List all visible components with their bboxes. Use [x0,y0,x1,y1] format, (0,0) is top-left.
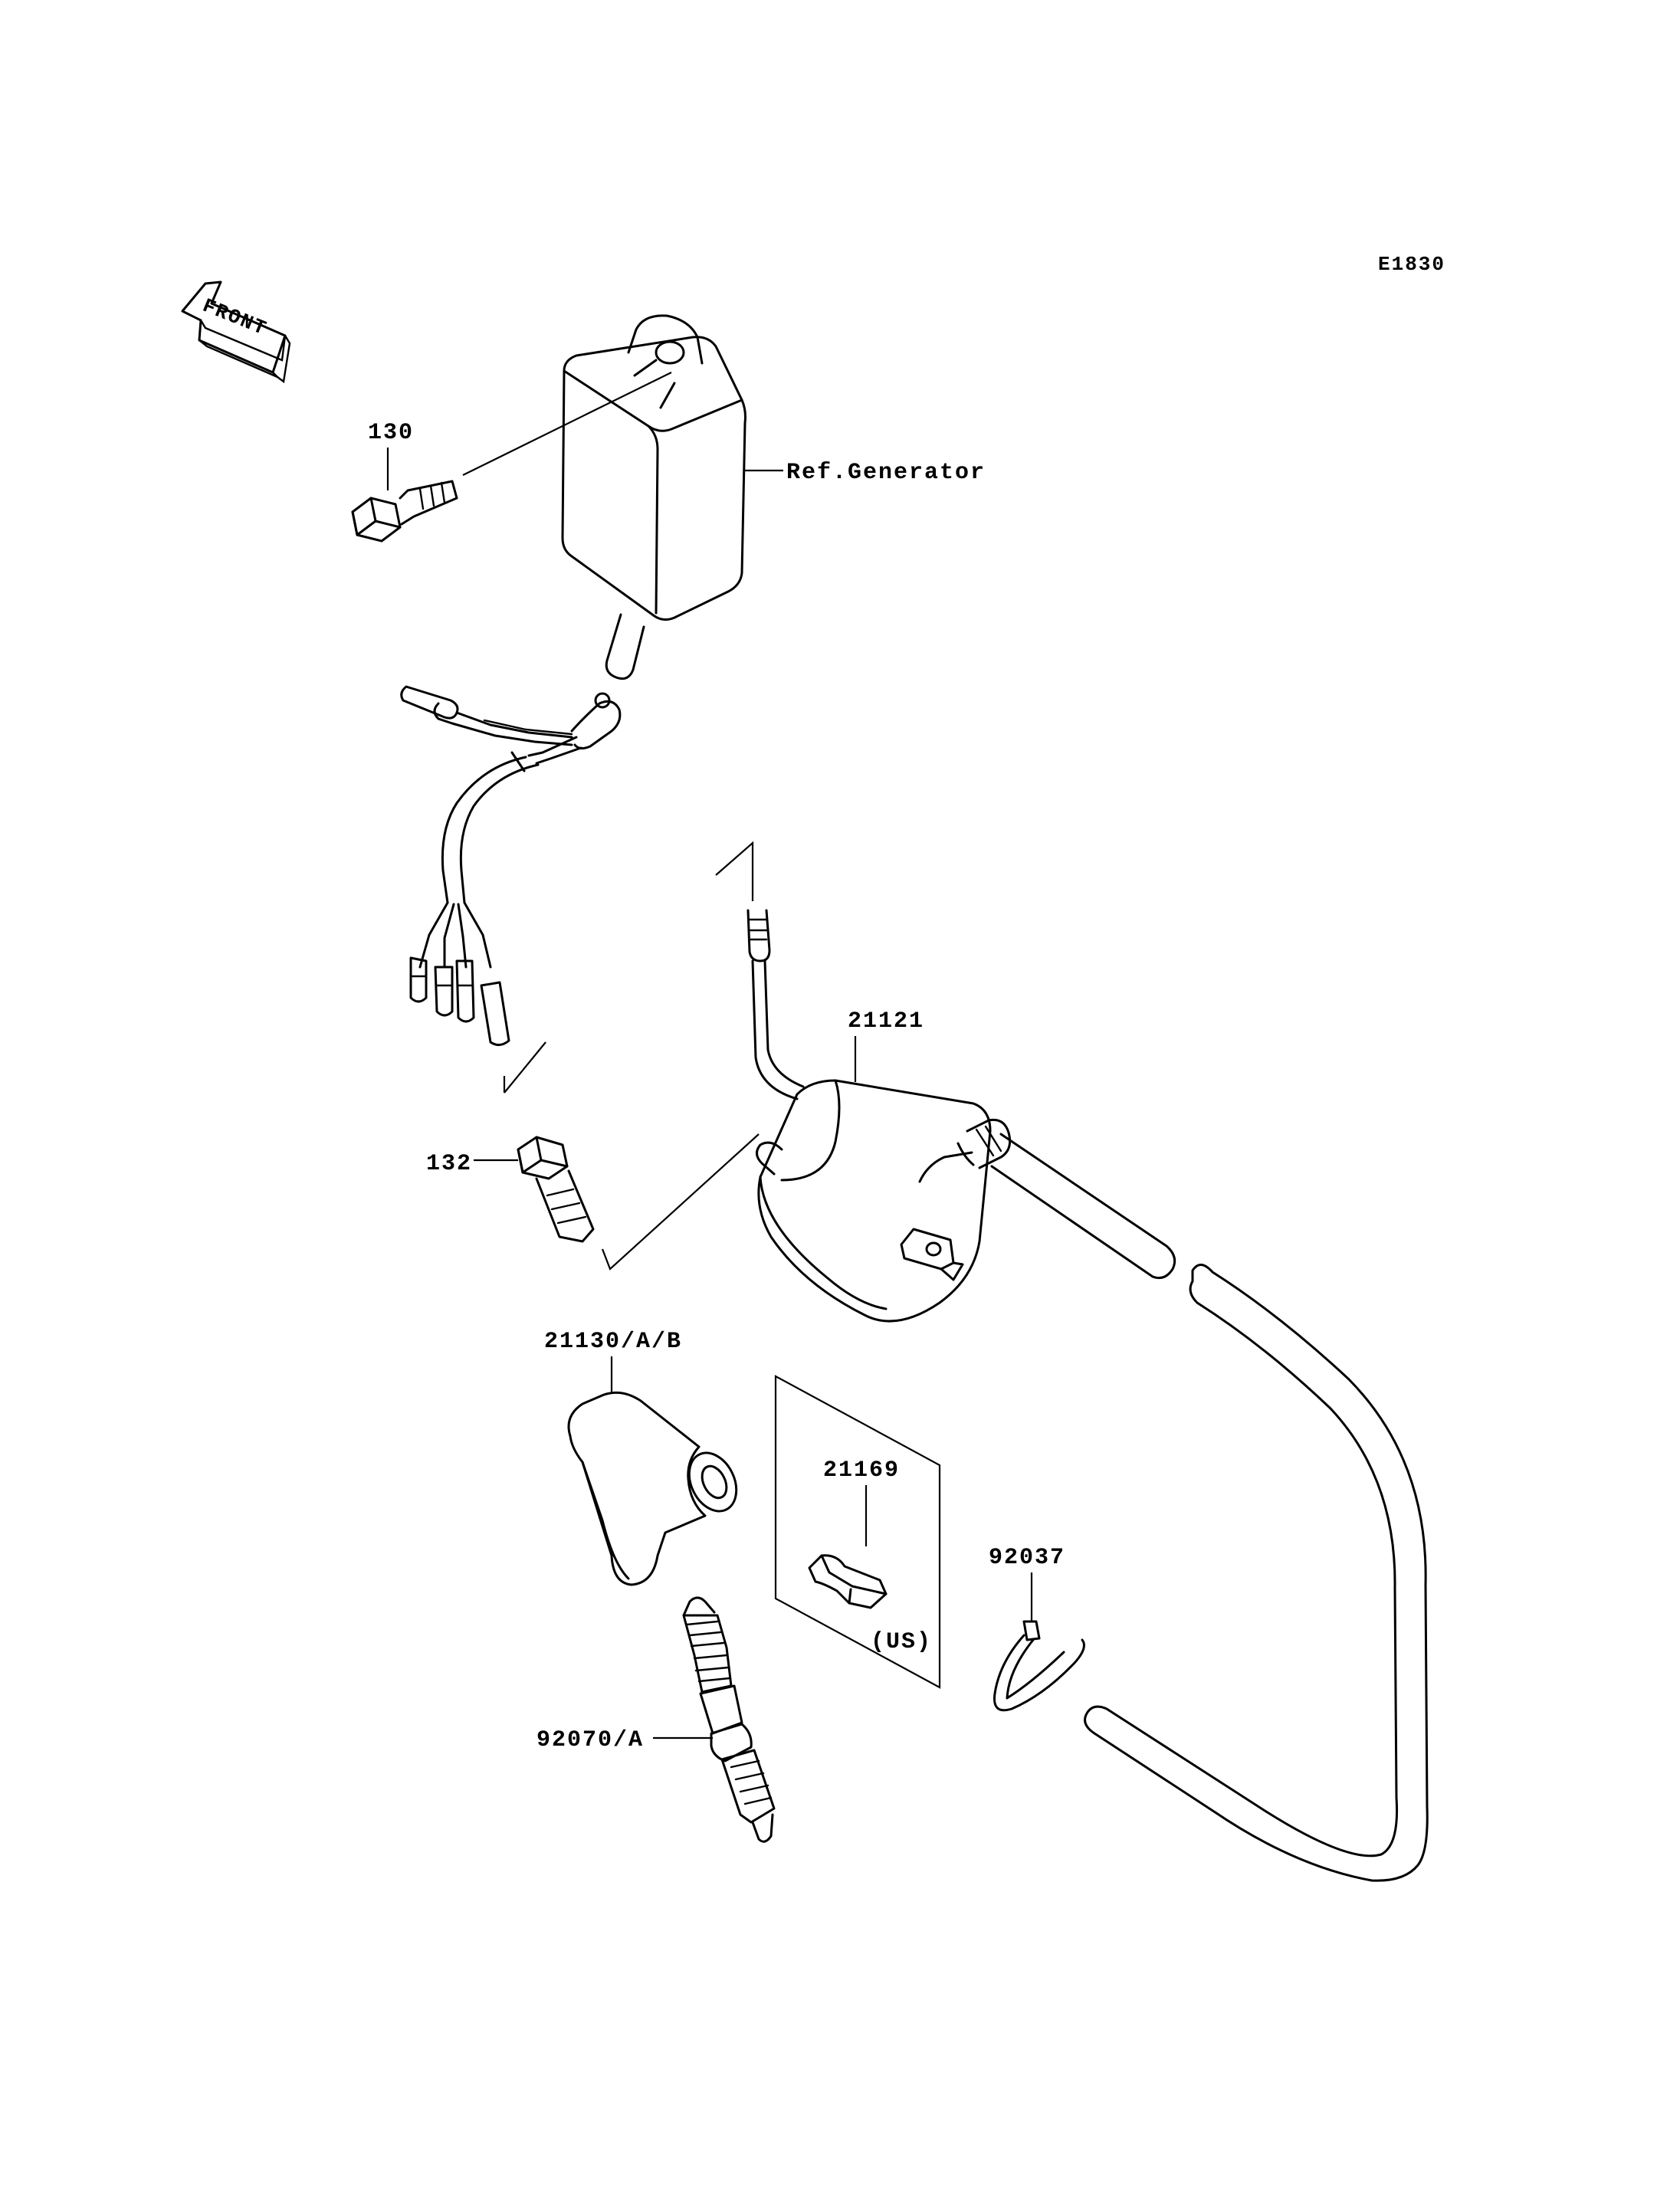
bolt-132: 132 [426,1136,595,1243]
label-21169: 21169 [823,1458,900,1484]
bolt-130: 130 [351,372,672,543]
ignition-coil: 21121 [746,909,1429,1882]
label-ref-generator: Ref.Generator [786,460,986,486]
label-132: 132 [426,1151,472,1177]
clip-21169-panel: 21169 (US) [774,1375,941,1689]
label-us: (US) [871,1629,932,1655]
band-92037: 92037 [989,1545,1085,1712]
spark-plug: 92070/A [536,1596,776,1843]
break-mark-lower [601,1133,760,1271]
ref-generator: Ref.Generator [561,314,986,680]
front-label: FRONT [199,294,271,341]
plug-cap: 21130/A/B [544,1329,738,1586]
diagram-code: E1830 [1378,253,1445,276]
break-mark [715,841,754,901]
label-21130: 21130/A/B [544,1329,682,1355]
label-92037: 92037 [989,1545,1065,1571]
label-92070: 92070/A [536,1727,644,1753]
label-21121: 21121 [848,1008,924,1035]
label-130: 130 [368,420,414,446]
wire-harness [400,685,622,1094]
front-arrow-icon: FRONT [181,280,291,384]
